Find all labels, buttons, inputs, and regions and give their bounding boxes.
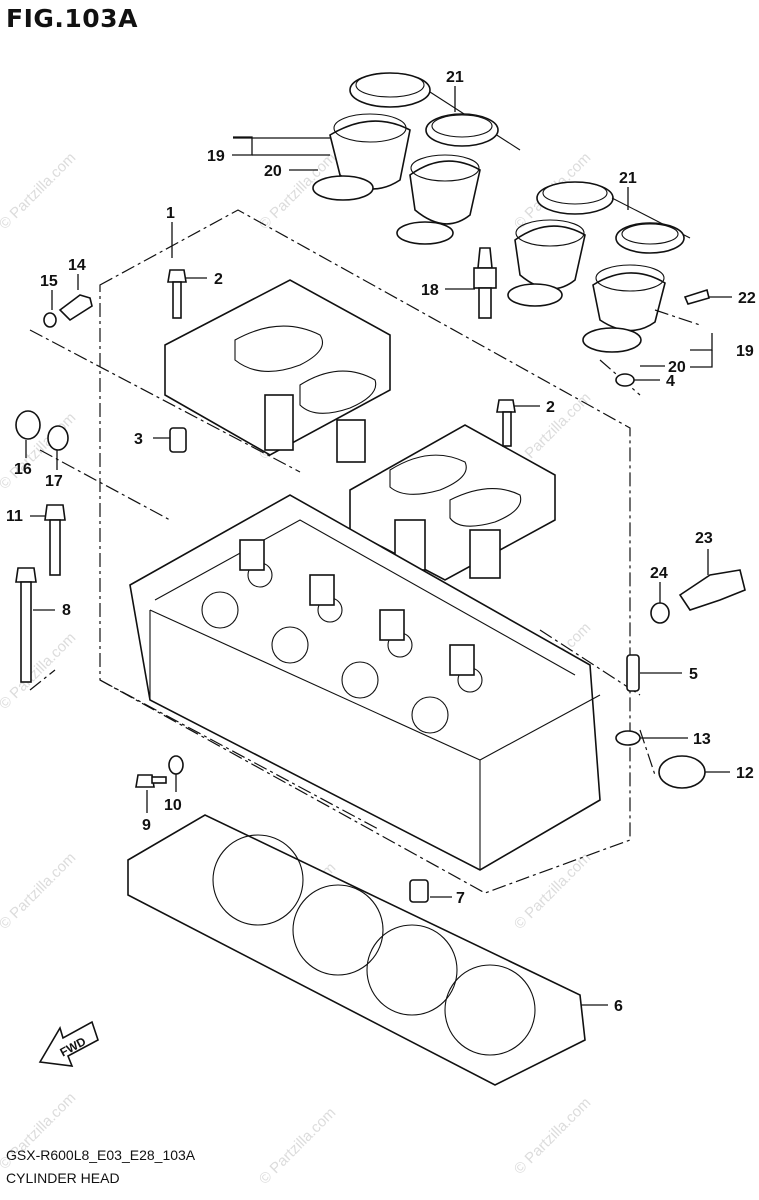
watermark: © Partzilla.com — [0, 849, 79, 932]
callout-2: 2 — [214, 271, 223, 288]
callout-15: 15 — [40, 273, 58, 290]
callout-7: 7 — [456, 890, 465, 907]
callout-5: 5 — [689, 666, 698, 683]
callouts: 1 2 2 3 4 5 6 7 8 9 10 11 12 13 14 15 16… — [6, 69, 756, 1015]
fwd-arrow-icon: FWD — [38, 1020, 99, 1067]
figure-title: FIG.103A — [6, 4, 138, 33]
callout-1: 1 — [166, 205, 175, 222]
watermark: © Partzilla.com — [511, 1094, 594, 1177]
callout-8: 8 — [62, 602, 71, 619]
callout-11: 11 — [6, 508, 23, 525]
diagram-code: GSX-R600L8_E03_E28_103A — [6, 1147, 196, 1163]
callout-17: 17 — [45, 473, 63, 490]
side-fasteners — [15, 294, 184, 788]
spark-plug — [473, 247, 497, 319]
callout-19: 19 — [736, 343, 754, 360]
cylinder-head — [129, 494, 601, 871]
callout-3: 3 — [134, 431, 143, 448]
section-name: CYLINDER HEAD — [6, 1170, 120, 1186]
callout-19: 19 — [207, 148, 225, 165]
intake-boots-right — [507, 181, 710, 353]
callout-10: 10 — [164, 797, 182, 814]
callout-6: 6 — [614, 998, 623, 1015]
watermark: © Partzilla.com — [256, 1104, 339, 1187]
callout-4: 4 — [666, 373, 675, 390]
callout-21: 21 — [619, 170, 637, 187]
misc-parts — [409, 373, 746, 903]
callout-18: 18 — [421, 282, 439, 299]
assembly-frame — [29, 209, 656, 894]
watermark: © Partzilla.com — [0, 629, 79, 712]
callout-20: 20 — [668, 359, 686, 376]
callout-12: 12 — [736, 765, 754, 782]
callout-21: 21 — [446, 69, 464, 86]
head-gasket — [127, 814, 586, 1086]
watermark: © Partzilla.com — [511, 849, 594, 932]
camshaft-holder — [164, 279, 556, 581]
callout-23: 23 — [695, 530, 713, 547]
callout-9: 9 — [142, 817, 151, 834]
callout-22: 22 — [738, 290, 756, 307]
callout-14: 14 — [68, 257, 86, 274]
callout-2: 2 — [546, 399, 555, 416]
callout-13: 13 — [693, 731, 711, 748]
intake-boots-left — [312, 72, 521, 245]
callout-16: 16 — [14, 461, 32, 478]
watermark: © Partzilla.com — [0, 149, 79, 232]
callout-20: 20 — [264, 163, 282, 180]
callout-24: 24 — [650, 565, 668, 582]
fasteners — [167, 269, 516, 453]
